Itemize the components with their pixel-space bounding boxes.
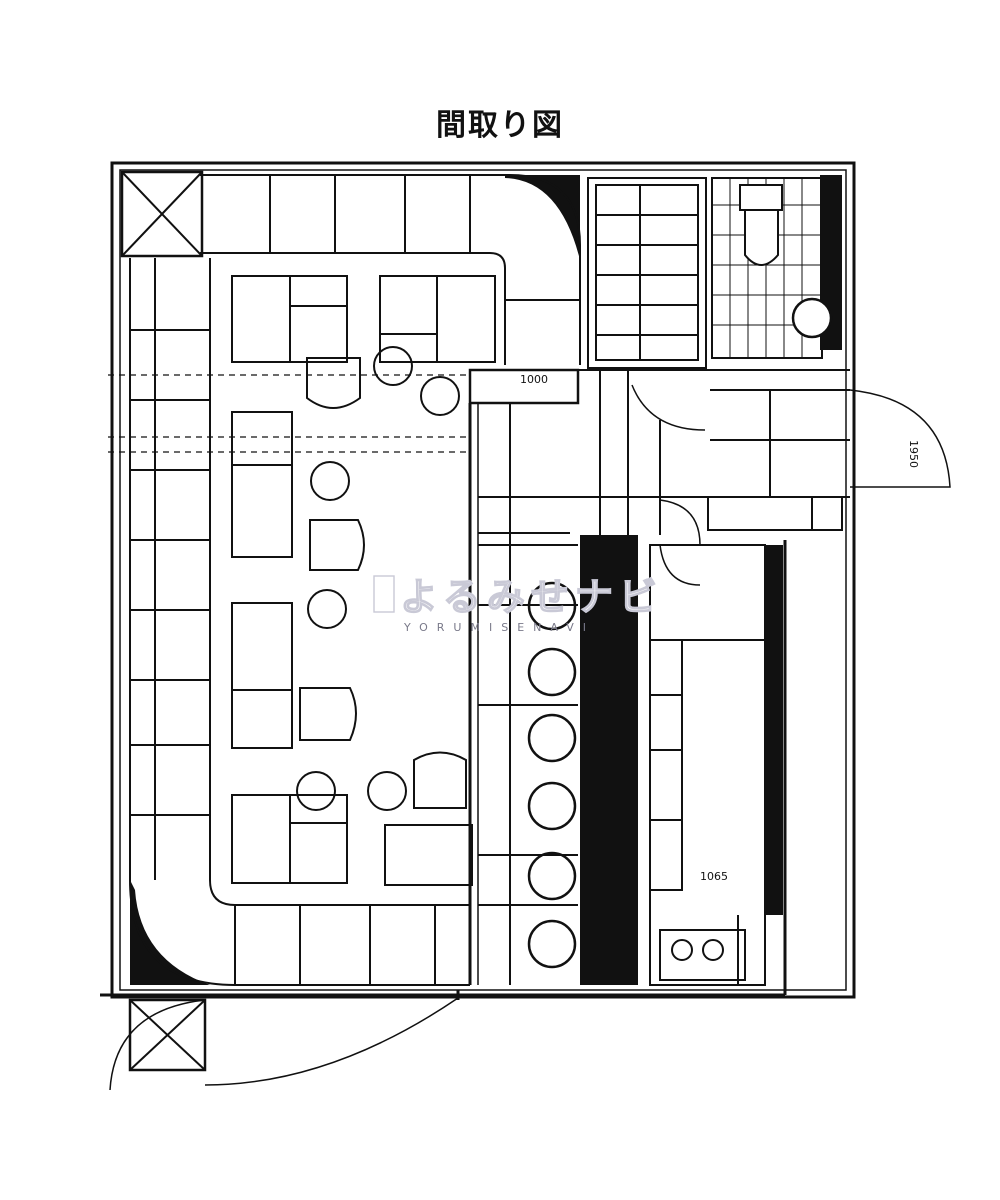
entry-corridor — [578, 369, 850, 535]
bar-stool — [527, 581, 577, 969]
dimension-label: 1950 — [907, 440, 920, 468]
floor-plan-title: 間取り図 — [436, 108, 564, 143]
door — [109, 384, 951, 1091]
corner-shaft-top — [120, 170, 204, 258]
svg-text:1065: 1065 — [700, 870, 728, 883]
reference-lines — [108, 374, 470, 453]
svg-text:1000: 1000 — [520, 373, 548, 386]
booth-seating — [129, 174, 581, 986]
back-bar — [649, 544, 766, 986]
outer-wall — [100, 161, 856, 999]
watermark: よるみせナビ YORUMISENAVI — [373, 574, 663, 634]
wall-fill — [130, 175, 842, 985]
room-labels: 1000 1065 — [520, 373, 728, 883]
table — [231, 275, 496, 886]
corner-shaft-bottom — [128, 998, 207, 1072]
storage-room — [587, 177, 707, 369]
toilet-room — [711, 177, 833, 359]
watermark-subtext: YORUMISENAVI — [403, 621, 595, 634]
stool — [296, 346, 460, 811]
watermark-text: よるみせナビ — [400, 575, 663, 619]
armchair — [299, 357, 467, 809]
